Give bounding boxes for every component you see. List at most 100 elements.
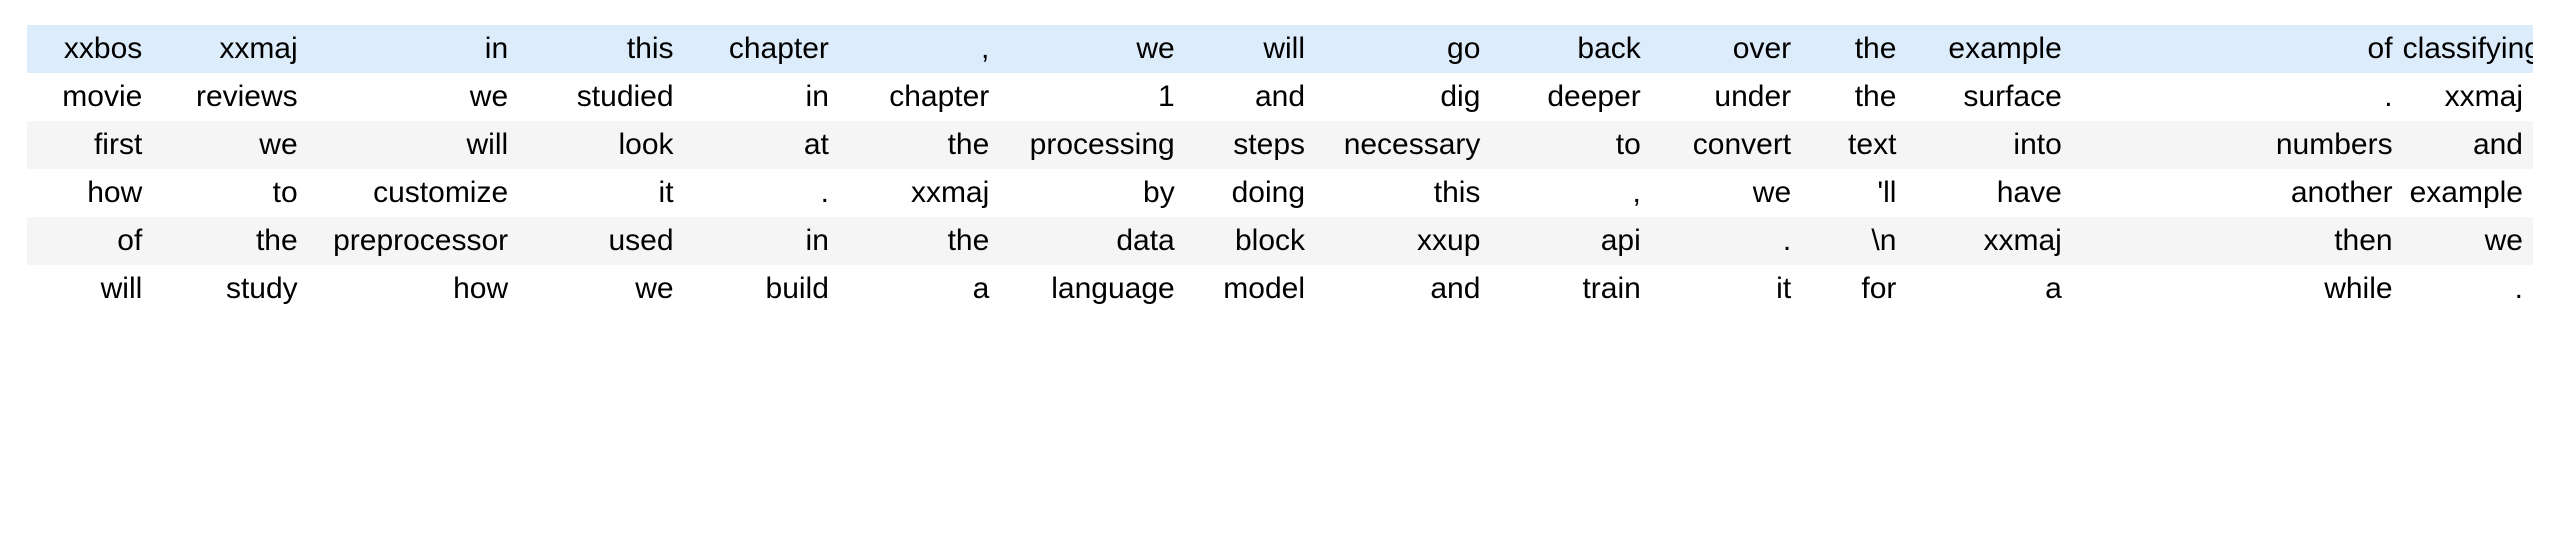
token-cell: the bbox=[152, 217, 308, 265]
token-cell: necessary bbox=[1315, 121, 1491, 169]
token-cell bbox=[2071, 265, 2263, 313]
token-cell: , bbox=[838, 25, 1000, 73]
token-cell: model bbox=[1184, 265, 1316, 313]
token-cell: . bbox=[2262, 73, 2403, 121]
token-cell: xxup bbox=[1315, 217, 1491, 265]
token-cell: by bbox=[999, 169, 1185, 217]
token-cell: language bbox=[999, 265, 1185, 313]
token-cell: at bbox=[683, 121, 839, 169]
token-cell bbox=[2071, 73, 2263, 121]
token-cell: and bbox=[1315, 265, 1491, 313]
token-cell: look bbox=[518, 121, 684, 169]
token-cell: have bbox=[1906, 169, 2072, 217]
token-cell: doing bbox=[1184, 169, 1316, 217]
token-cell: a bbox=[1906, 265, 2072, 313]
token-cell: we bbox=[518, 265, 684, 313]
token-cell: xxmaj bbox=[152, 25, 308, 73]
token-cell: how bbox=[307, 265, 519, 313]
token-cell: \n bbox=[1801, 217, 1907, 265]
token-cell: api bbox=[1490, 217, 1651, 265]
token-cell: of bbox=[2262, 25, 2403, 73]
token-cell: reviews bbox=[152, 73, 308, 121]
token-cell: first bbox=[27, 121, 153, 169]
token-cell: we bbox=[307, 73, 519, 121]
token-cell: it bbox=[1650, 265, 1802, 313]
token-cell: into bbox=[1906, 121, 2072, 169]
token-cell: data bbox=[999, 217, 1185, 265]
token-cell: the bbox=[1801, 73, 1907, 121]
token-cell: xxmaj bbox=[2402, 73, 2533, 121]
token-cell: to bbox=[152, 169, 308, 217]
token-cell: surface bbox=[1906, 73, 2072, 121]
token-cell: chapter bbox=[838, 73, 1000, 121]
token-cell: it bbox=[518, 169, 684, 217]
token-cell: 1 bbox=[999, 73, 1185, 121]
token-cell: convert bbox=[1650, 121, 1802, 169]
token-cell: a bbox=[838, 265, 1000, 313]
token-cell: the bbox=[1801, 25, 1907, 73]
token-cell: we bbox=[152, 121, 308, 169]
token-cell: another bbox=[2262, 169, 2403, 217]
token-cell: of bbox=[27, 217, 153, 265]
token-cell: train bbox=[1490, 265, 1651, 313]
token-cell: to bbox=[1490, 121, 1651, 169]
token-cell: , bbox=[1490, 169, 1651, 217]
token-cell: and bbox=[2402, 121, 2533, 169]
token-cell: . bbox=[2402, 265, 2533, 313]
token-cell: this bbox=[518, 25, 684, 73]
token-cell: . bbox=[683, 169, 839, 217]
token-cell: xxmaj bbox=[838, 169, 1000, 217]
token-cell: back bbox=[1490, 25, 1651, 73]
token-cell: steps bbox=[1184, 121, 1316, 169]
token-cell: dig bbox=[1315, 73, 1491, 121]
token-cell: used bbox=[518, 217, 684, 265]
token-cell: will bbox=[27, 265, 153, 313]
token-cell: how bbox=[27, 169, 153, 217]
token-cell: will bbox=[1184, 25, 1316, 73]
token-cell: over bbox=[1650, 25, 1802, 73]
token-cell: block bbox=[1184, 217, 1316, 265]
token-cell: while bbox=[2262, 265, 2403, 313]
token-cell: deeper bbox=[1490, 73, 1651, 121]
token-cell: we bbox=[999, 25, 1185, 73]
token-cell: processing bbox=[999, 121, 1185, 169]
token-cell: chapter bbox=[683, 25, 839, 73]
token-cell: in bbox=[307, 25, 519, 73]
token-cell: example bbox=[1906, 25, 2072, 73]
token-cell: for bbox=[1801, 265, 1907, 313]
token-cell: in bbox=[683, 217, 839, 265]
token-cell: build bbox=[683, 265, 839, 313]
token-cell: studied bbox=[518, 73, 684, 121]
token-cell: this bbox=[1315, 169, 1491, 217]
token-cell: will bbox=[307, 121, 519, 169]
token-cell: in bbox=[683, 73, 839, 121]
token-cell: under bbox=[1650, 73, 1802, 121]
token-cell: study bbox=[152, 265, 308, 313]
token-cell bbox=[2071, 121, 2263, 169]
token-cell: the bbox=[838, 217, 1000, 265]
token-cell: customize bbox=[307, 169, 519, 217]
token-cell: we bbox=[2402, 217, 2533, 265]
token-cell: then bbox=[2262, 217, 2403, 265]
token-cell: and bbox=[1184, 73, 1316, 121]
token-cell bbox=[2071, 169, 2263, 217]
token-cell: we bbox=[1650, 169, 1802, 217]
token-cell: text bbox=[1801, 121, 1907, 169]
token-cell: the bbox=[838, 121, 1000, 169]
token-cell bbox=[2071, 217, 2263, 265]
token-cell: classifying bbox=[2402, 25, 2533, 73]
token-cell: example bbox=[2402, 169, 2533, 217]
token-cell: movie bbox=[27, 73, 153, 121]
token-cell: xxmaj bbox=[1906, 217, 2072, 265]
token-cell: preprocessor bbox=[307, 217, 519, 265]
token-cell: numbers bbox=[2262, 121, 2403, 169]
token-cell: xxbos bbox=[27, 25, 153, 73]
